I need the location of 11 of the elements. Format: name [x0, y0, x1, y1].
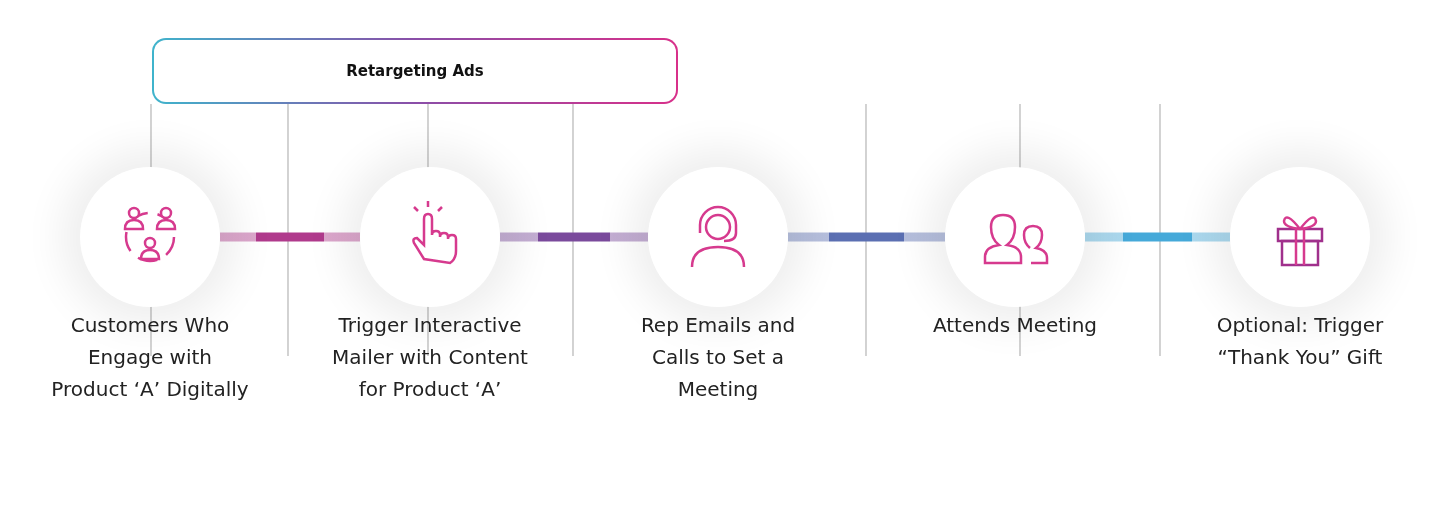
connector-bar: [788, 232, 945, 242]
banner-title: Retargeting Ads: [346, 62, 484, 80]
step-label: Optional: Trigger “Thank You” Gift: [1215, 312, 1385, 371]
banner-box: [152, 38, 678, 104]
step-label: Customers Who Engage with Product ‘A’ Digitally: [50, 312, 250, 403]
step-label: Rep Emails and Calls to Set a Meeting: [639, 312, 797, 403]
connector-bar: [220, 232, 360, 242]
step-label: Attends Meeting: [931, 312, 1099, 339]
connector-bar: [1085, 232, 1230, 242]
connector-bar: [500, 232, 648, 242]
step-label: Trigger Interactive Mailer with Content for Product ‘A’: [331, 312, 529, 403]
